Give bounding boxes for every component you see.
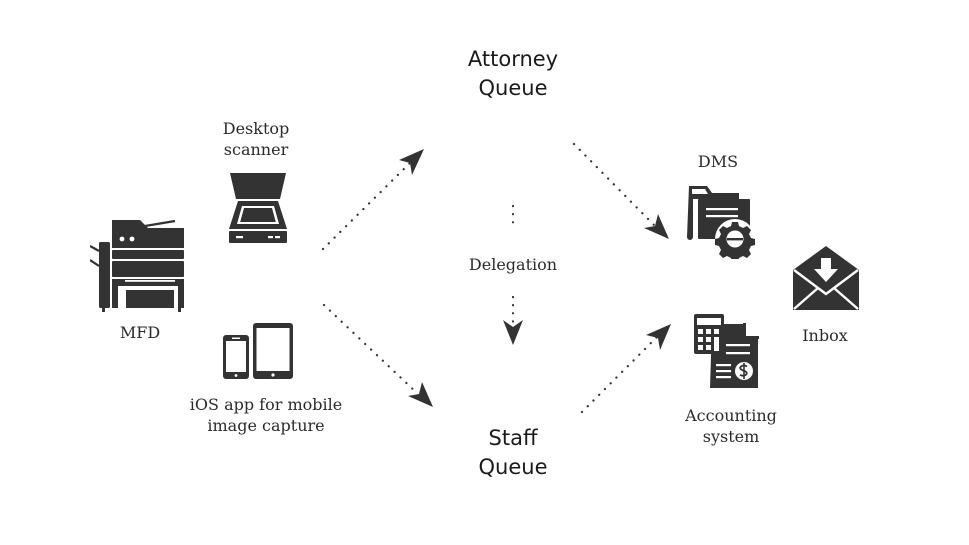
staff-queue: Staff Queue [443, 424, 583, 482]
inbox-label: Inbox [802, 326, 848, 345]
folder-gear-icon [687, 183, 759, 264]
arrowhead-accounting [646, 324, 671, 350]
ios-app-label: iOS app for mobile image capture [176, 394, 356, 436]
arrowhead-delegation [503, 320, 523, 345]
attorney-queue-line2: Queue [478, 76, 548, 100]
desktop-scanner-label-line2: scanner [223, 140, 289, 159]
arrow-attorney-to-dms [572, 142, 656, 227]
calculator-invoice-icon [694, 314, 762, 395]
staff-queue-line2: Queue [478, 455, 548, 479]
attorney-queue: Attorney Queue [443, 45, 583, 103]
arrowhead-dms [644, 214, 669, 239]
ios-app-label-line1: iOS app for mobile [189, 395, 343, 414]
accounting-label-line2: system [702, 427, 760, 446]
mfd-label: MFD [119, 323, 161, 342]
arrow-sources-to-staff [322, 303, 420, 396]
arrow-sources-to-attorney [321, 160, 413, 251]
accounting-label: Accounting system [666, 405, 796, 447]
staff-queue-line1: Staff [488, 426, 538, 450]
flatbed-scanner-icon [228, 172, 288, 249]
arrowhead-staff [408, 382, 433, 407]
dms-label: DMS [697, 152, 739, 171]
desktop-scanner-label: Desktop scanner [206, 118, 306, 160]
desktop-scanner-label-line1: Desktop [222, 119, 290, 138]
arrowhead-attorney [399, 149, 424, 175]
multifunction-printer-icon [89, 216, 186, 317]
arrow-staff-to-accounting [580, 335, 659, 414]
phone-tablet-icon [222, 322, 294, 385]
ios-app-label-line2: image capture [207, 416, 325, 435]
envelope-download-icon [793, 246, 859, 315]
accounting-label-line1: Accounting [685, 406, 777, 425]
attorney-queue-line1: Attorney [467, 47, 559, 71]
delegation-label: Delegation [468, 255, 558, 274]
